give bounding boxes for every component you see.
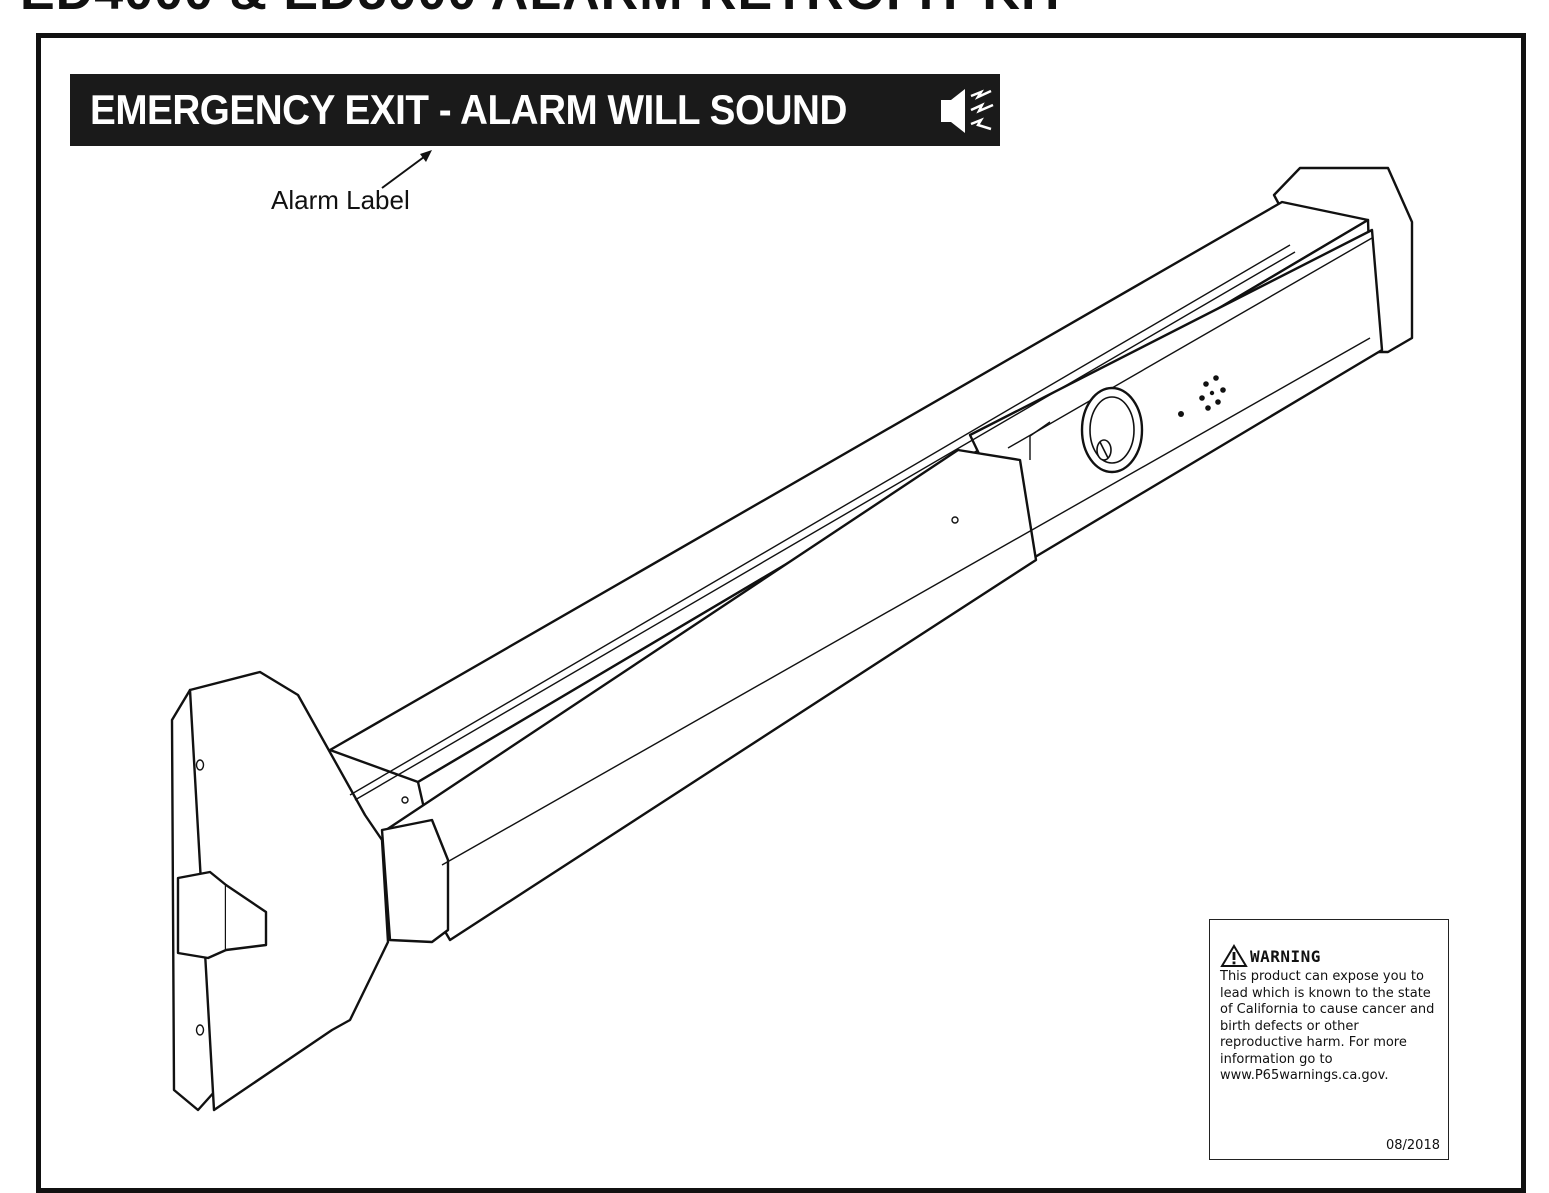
alarm-label-banner: EMERGENCY EXIT - ALARM WILL SOUND [70, 74, 1000, 146]
warning-date: 08/2018 [1385, 1138, 1440, 1153]
exit-device-illustration [170, 166, 1414, 1112]
alarm-label-text: EMERGENCY EXIT - ALARM WILL SOUND [90, 86, 847, 133]
alarm-speaker-holes-icon [1178, 375, 1226, 417]
warning-title: WARNING [1250, 946, 1321, 966]
alarm-label-callout: Alarm Label [271, 185, 410, 215]
warning-triangle-icon [1220, 944, 1248, 967]
prop65-warning-box: WARNING This product can expose you to l… [1209, 919, 1449, 1160]
page-title: ED4000 & ED5000 ALARM RETROFIT KIT [20, 0, 1520, 18]
warning-body-text: This product can expose you to lead whic… [1220, 969, 1435, 1083]
callout-arrow [381, 150, 432, 189]
speaker-with-sound-bolts-icon [941, 89, 994, 133]
key-cylinder-icon [1080, 386, 1144, 474]
